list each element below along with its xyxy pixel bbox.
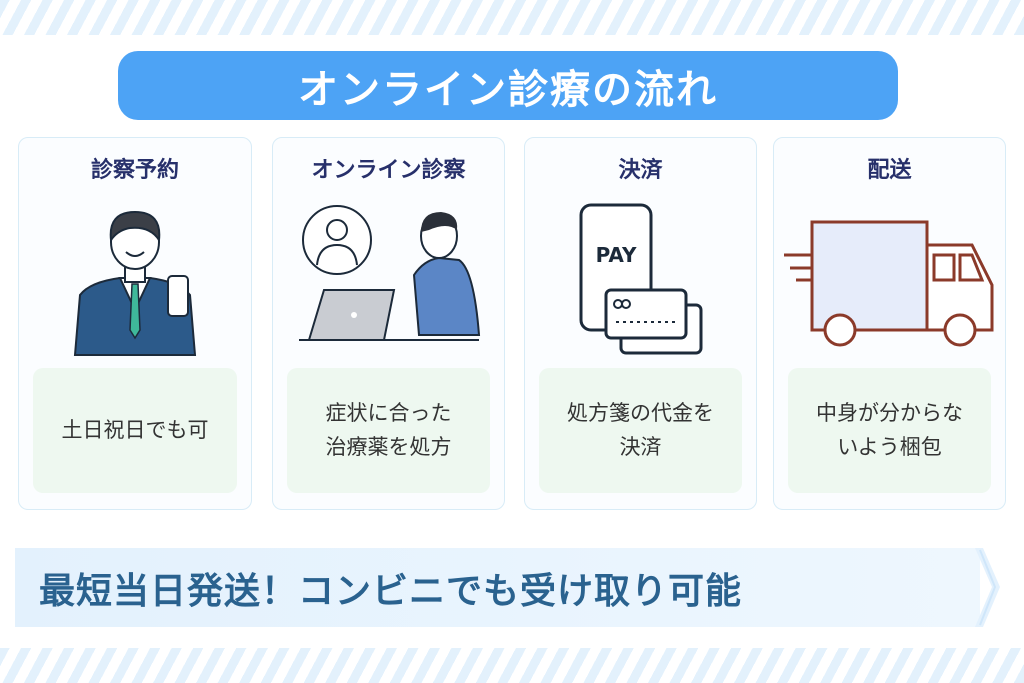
pay-label: PAY	[595, 243, 636, 267]
step-note: 症状に合った 治療薬を処方	[287, 368, 490, 493]
step-card-consultation: オンライン診察 症状に合った 治療薬を処方	[272, 137, 505, 510]
step-note: 中身が分からな いよう梱包	[788, 368, 991, 493]
step-note: 処方箋の代金を 決済	[539, 368, 742, 493]
person-with-phone-icon	[19, 200, 251, 360]
shipping-banner: 最短当日発送！コンビニでも受け取り可能	[15, 548, 980, 627]
step-card-delivery: 配送 中身が分からな いよう梱包	[773, 137, 1006, 510]
step-heading: オンライン診察	[311, 158, 466, 183]
delivery-truck-icon	[774, 200, 1005, 360]
page-title: オンライン診療の流れ	[118, 51, 898, 120]
laptop-consultation-icon	[273, 200, 504, 360]
bottom-stripes	[0, 648, 1024, 683]
phone-pay-icon: PAY	[525, 200, 756, 360]
step-note: 土日祝日でも可	[33, 368, 237, 493]
step-card-reservation: 診察予約 土日祝日でも可	[18, 137, 252, 510]
step-heading: 決済	[618, 158, 663, 183]
step-heading: 診察予約	[90, 158, 179, 183]
top-stripes	[0, 0, 1024, 35]
chevron-right-icon	[975, 548, 1000, 627]
step-card-payment: 決済 PAY 処方箋の代金を 決済	[524, 137, 757, 510]
step-heading: 配送	[867, 158, 912, 183]
